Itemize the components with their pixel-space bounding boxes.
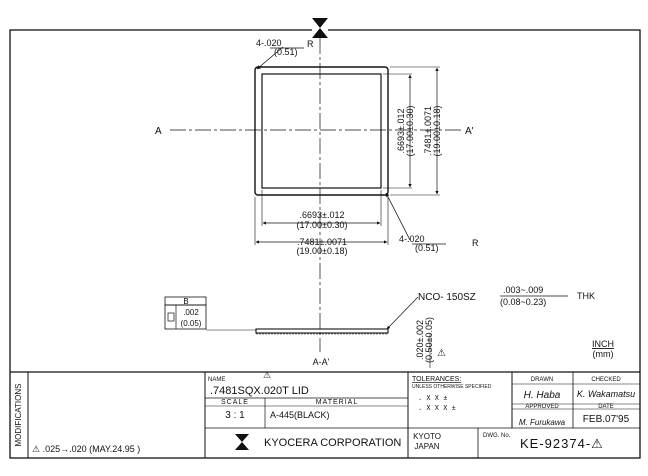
flatness-inch: .002 [183, 308, 199, 317]
inner-height-mm: (17.00±0.30) [405, 106, 415, 157]
top-corner-r: R [307, 39, 314, 49]
thickness-rev-mark: ⚠ [437, 348, 446, 359]
company-country: JAPAN [414, 442, 439, 451]
thickness-inch: .020±.002 [415, 320, 425, 360]
lid-section-profile [255, 328, 389, 334]
coating-label: NCO- 150SZ [418, 292, 476, 303]
flatness-mm: (0.05) [181, 319, 202, 328]
name-value: .7481SQX.020T LID [210, 385, 309, 397]
tolerance-line-2: . X X X ± [418, 405, 456, 413]
scale-label: SCALE [221, 399, 249, 406]
units-mm: (mm) [593, 349, 614, 359]
approved-label: APPROVED [525, 404, 559, 410]
bottom-corner-leader [385, 192, 411, 241]
company-city: KYOTO [413, 432, 441, 441]
company-name: KYOCERA CORPORATION [264, 437, 401, 449]
name-rev-mark: ⚠ [263, 370, 271, 380]
outer-width-inch: .7481±.0071 [297, 237, 347, 247]
material-value: A-445(BLACK) [270, 410, 330, 420]
flatness-symbol [167, 312, 175, 322]
inner-width-inch: .6693±.012 [300, 210, 345, 220]
scale-value: 3 : 1 [225, 410, 245, 421]
section-view-label: A-A' [313, 357, 330, 367]
outer-height-inch: .7481±.0071 [423, 106, 433, 156]
coating-leader [386, 296, 419, 330]
dwg-label: DWG. No. [483, 433, 511, 439]
tolerance-line-1: . X X ± [418, 395, 447, 403]
thk-inch: .003~.009 [503, 285, 543, 295]
tolerances-note: UNLESS OTHERWISE SPECIFIED [412, 384, 492, 390]
checked-signature: K. Wakamatsu [577, 389, 635, 399]
inner-width-mm: (17.00±0.30) [297, 220, 348, 230]
drawn-signature: H. Haba [524, 390, 561, 401]
name-label: NAME [208, 377, 225, 383]
bottom-corner-r: R [472, 238, 479, 248]
thk-mm: (0.08~0.23) [500, 297, 546, 307]
tolerances-label: TOLERANCES: [412, 376, 461, 383]
outer-width-mm: (19.00±0.18) [297, 246, 348, 256]
flatness-ref-letter: B [183, 297, 188, 306]
modification-entry: ⚠ .025→.020 (MAY.24.95 ) [32, 444, 140, 454]
kyocera-logo-icon [312, 18, 328, 38]
date-label: DATE [598, 404, 614, 410]
lid-outer-outline [254, 66, 389, 196]
section-left-label: A [155, 126, 162, 137]
bottom-corner-mm: (0.51) [415, 243, 439, 253]
top-corner-leader [256, 46, 284, 70]
bottom-corner-inch: 4-.020 [399, 234, 425, 244]
top-corner-mm: (0.51) [274, 47, 298, 57]
drawn-label: DRAWN [531, 377, 553, 383]
date-value: FEB.07'95 [583, 414, 630, 425]
thk-label: THK [577, 291, 595, 301]
modifications-label: MODIFICATIONS [14, 384, 23, 447]
inner-height-inch: .6693±.012 [396, 109, 406, 154]
approved-signature: M. Furukawa [519, 418, 566, 427]
kyocera-logo-icon [235, 434, 249, 450]
top-corner-inch: 4-.020 [256, 38, 282, 48]
lid-inner-outline [261, 73, 382, 189]
dwg-number: KE-92374-⚠ [520, 436, 604, 451]
checked-label: CHECKED [591, 377, 621, 383]
section-right-label: A' [465, 126, 474, 137]
outer-height-mm: (19.00±0.18) [432, 106, 442, 157]
units-inch: INCH [592, 339, 614, 349]
material-label: MATERIAL [316, 399, 359, 406]
thickness-mm: (0.50±0.05) [424, 317, 434, 363]
flatness-tolerance-box [164, 304, 207, 330]
